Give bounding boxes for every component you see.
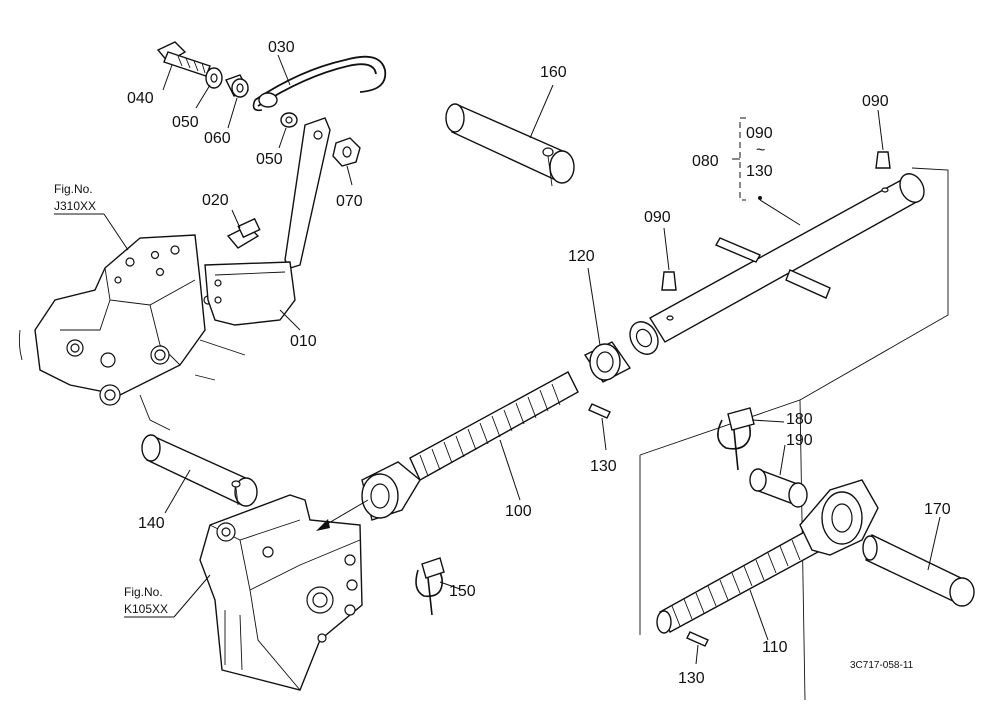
label-150: 150 [449, 583, 476, 600]
label-080: 080 [692, 153, 719, 170]
grease-nipples-090 [661, 151, 891, 291]
valve-block-assembly [18, 234, 246, 431]
label-090-left: 090 [644, 209, 671, 226]
range-to: 130 [746, 163, 773, 180]
label-130-upper: 130 [590, 458, 617, 475]
fig-label: Fig.No. [54, 182, 93, 196]
label-100: 100 [505, 503, 532, 520]
bolt-040 [156, 41, 211, 77]
fig-number: K105XX [124, 602, 168, 616]
label-160: 160 [540, 64, 567, 81]
nut-070 [332, 137, 361, 167]
lynch-pin-150 [415, 557, 445, 616]
drawing-code: 3C717-058-11 [850, 660, 914, 671]
range-separator: ~ [756, 142, 765, 159]
pin-170 [862, 533, 975, 607]
fig-label: Fig.No. [124, 585, 163, 599]
label-180: 180 [786, 411, 813, 428]
label-060: 060 [204, 130, 231, 147]
group-outline [639, 399, 806, 701]
reference-fig-j310xx: Fig.No. J310XX [54, 182, 129, 251]
collar-190 [749, 468, 808, 508]
label-190: 190 [786, 432, 813, 449]
pin-160 [445, 103, 575, 187]
threaded-rod-100 [361, 371, 579, 521]
lever-arm [204, 117, 331, 326]
spring-wire-030 [252, 55, 387, 112]
part-labels: 040 030 050 060 050 070 020 010 160 090 … [127, 39, 951, 687]
lynch-pin-180 [717, 407, 755, 471]
label-120: 120 [568, 248, 595, 265]
label-140: 140 [138, 515, 165, 532]
spring-pins-130 [588, 403, 709, 647]
assembly-arrow [316, 499, 369, 531]
label-130-lower: 130 [678, 670, 705, 687]
lift-rod-tube-080 [629, 167, 949, 401]
fig-number: J310XX [54, 199, 96, 213]
pin-140 [141, 434, 258, 507]
lower-bracket-assembly [199, 494, 363, 691]
label-050-lower: 050 [256, 151, 283, 168]
label-170: 170 [924, 501, 951, 518]
label-020: 020 [202, 192, 229, 209]
range-bracket-080: 090 ~ 130 [732, 117, 773, 201]
lock-nut-120 [583, 341, 632, 383]
leader-lines [162, 54, 941, 665]
grease-fitting-020 [226, 217, 261, 249]
washers-and-bushing [205, 67, 298, 128]
turnbuckle-end-110 [656, 479, 879, 634]
reference-fig-k105xx: Fig.No. K105XX [124, 574, 211, 618]
label-070: 070 [336, 193, 363, 210]
label-110: 110 [762, 639, 788, 656]
label-050-upper: 050 [172, 114, 199, 131]
label-090-right: 090 [862, 93, 889, 110]
label-030: 030 [268, 39, 295, 56]
label-010: 010 [290, 333, 317, 350]
label-040: 040 [127, 90, 154, 107]
range-from: 090 [746, 125, 773, 142]
